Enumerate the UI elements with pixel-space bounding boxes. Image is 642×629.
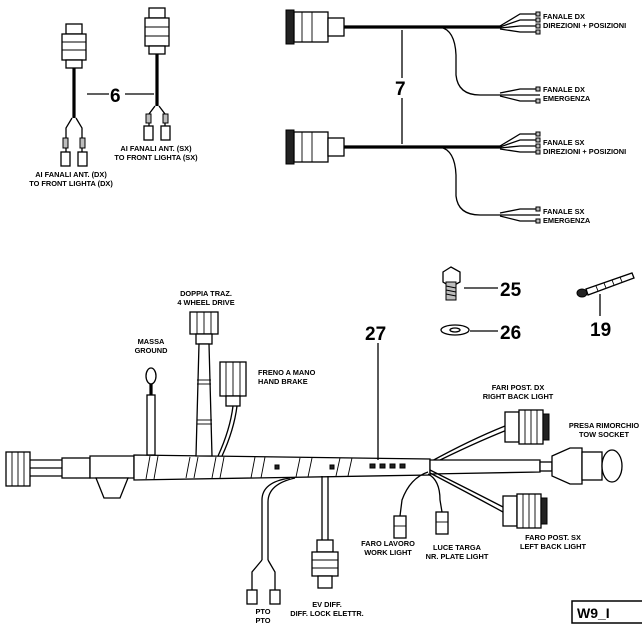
callout-7: 7 <box>395 79 406 100</box>
rear-light-lead-sx <box>285 129 541 224</box>
label-diff-lock-it: EV DIFF. <box>312 600 342 609</box>
callout-27: 27 <box>365 324 386 345</box>
part-26-washer: 26 <box>440 323 521 344</box>
label-tail-sx-em-it: FANALE SX <box>543 207 585 216</box>
part-7-rear-light-leads: 7 FANALE DX DIREZIONI + POSIZIONI FANALE… <box>285 9 626 225</box>
label-hand-brake-en: HAND BRAKE <box>258 377 308 386</box>
label-4wd-en: 4 WHEEL DRIVE <box>177 298 234 307</box>
right-back-light-lead <box>429 409 550 466</box>
label-tail-dx-it: FANALE DX <box>543 12 585 21</box>
plate-light-lead <box>427 473 449 535</box>
work-light-lead <box>393 471 429 539</box>
pto-lead <box>246 477 296 605</box>
label-right-back-light-it: FARI POST. DX <box>492 383 545 392</box>
label-tail-sx-em: EMERGENZA <box>543 216 591 225</box>
drawing-code: W9_I <box>577 605 610 621</box>
label-pto-en: PTO <box>255 616 270 625</box>
callout-26: 26 <box>500 323 521 344</box>
hand-brake-lead <box>217 361 247 457</box>
label-pto-it: PTO <box>255 607 270 616</box>
ground-lead <box>145 367 157 456</box>
part-27-rear-harness: 27 DOPPIA TRAZ. 4 WHEEL DRIVE MASSA GROU… <box>5 289 640 625</box>
trunk-tape-bands <box>145 455 406 480</box>
label-left-back-light-it: FARO POST. SX <box>525 533 581 542</box>
label-diff-lock-en: DIFF. LOCK ELETTR. <box>290 609 364 618</box>
label-tail-dx-dir: DIREZIONI + POSIZIONI <box>543 21 626 30</box>
label-tow-socket-it: PRESA RIMORCHIO <box>569 421 640 430</box>
front-light-lead-sx <box>143 7 171 141</box>
callout-6: 6 <box>110 86 121 107</box>
label-tail-dx-em-it: FANALE DX <box>543 85 585 94</box>
label-plate-light-it: LUCE TARGA <box>433 543 482 552</box>
part-19-screw: 19 <box>576 272 635 341</box>
tow-socket-lead <box>429 447 623 485</box>
label-work-light-en: WORK LIGHT <box>364 548 412 557</box>
label-tail-dx-em: EMERGENZA <box>543 94 591 103</box>
label-front-lights-sx-it: AI FANALI ANT. (SX) <box>120 144 192 153</box>
label-right-back-light-en: RIGHT BACK LIGHT <box>483 392 554 401</box>
part-25-bolt: 25 <box>442 266 522 301</box>
label-4wd-it: DOPPIA TRAZ. <box>180 289 232 298</box>
callout-25: 25 <box>500 280 522 301</box>
label-tail-sx-it: FANALE SX <box>543 138 585 147</box>
label-ground-it: MASSA <box>138 337 165 346</box>
label-left-back-light-en: LEFT BACK LIGHT <box>520 542 587 551</box>
part-6-front-light-leads: 6 AI FANALI ANT. (DX) TO FRONT LIGHTA (D… <box>29 7 198 188</box>
front-light-lead-dx <box>60 23 88 167</box>
label-tow-socket-en: TOW SOCKET <box>579 430 629 439</box>
diff-lock-lead <box>311 476 339 589</box>
label-tail-sx-dir: DIREZIONI + POSIZIONI <box>543 147 626 156</box>
rear-light-lead-dx <box>285 9 541 104</box>
callout-19: 19 <box>590 320 611 341</box>
label-front-lights-sx-en: TO FRONT LIGHTA (SX) <box>114 153 198 162</box>
label-work-light-it: FARO LAVORO <box>361 539 415 548</box>
drawing-code-box: W9_I <box>571 600 642 624</box>
label-ground-en: GROUND <box>135 346 169 355</box>
label-plate-light-en: NR. PLATE LIGHT <box>426 552 489 561</box>
left-back-light-lead <box>429 469 548 529</box>
label-hand-brake-it: FRENO A MANO <box>258 368 316 377</box>
label-front-lights-dx-en: TO FRONT LIGHTA (DX) <box>29 179 113 188</box>
four-wheel-drive-lead <box>189 311 219 457</box>
label-front-lights-dx-it: AI FANALI ANT. (DX) <box>35 170 107 179</box>
